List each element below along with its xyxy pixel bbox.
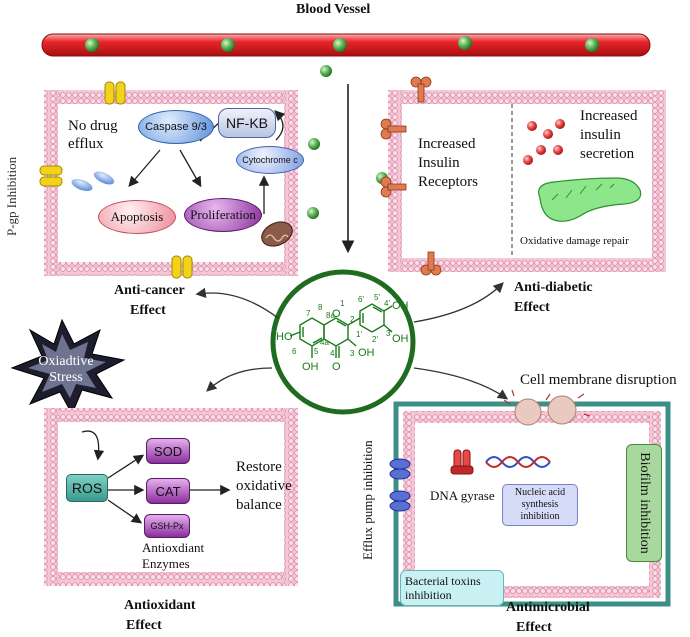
biofilm-node: Biofilm inhibition [626, 444, 662, 562]
atom-label: 3' [386, 329, 392, 338]
atom-label: 3 [350, 349, 355, 358]
antioxidant-effect-title-line2: Effect [126, 618, 162, 633]
atom-label: OH [392, 300, 409, 312]
oxidative-repair-label: Oxidative damage repair [520, 235, 629, 247]
proliferation-node: Proliferation [184, 198, 262, 232]
caspase-node: Caspase 9/3 [138, 110, 214, 144]
oxidative-stress-label: Oxiadtive Stress [38, 354, 94, 385]
antioxidant-arrows [81, 430, 231, 524]
cytochrome-node: Cytochrome c [236, 146, 304, 174]
pgp-protein-icons [39, 81, 193, 279]
atom-label: 7 [306, 309, 311, 318]
apoptosis-label: Apoptosis [110, 209, 164, 224]
pancreas-icon [538, 177, 642, 222]
antidiabetic-effect-title-line1: Anti-diabetic [514, 280, 593, 295]
atom-label: OH [302, 361, 319, 373]
membrane-disruption-icon [503, 389, 591, 426]
effect-arrows [195, 282, 509, 400]
efflux-pump-label: Efflux pump inhibition [360, 440, 375, 560]
toxins-label: Bacterial toxins inhibition [405, 574, 481, 602]
atom-label: OH [358, 347, 375, 359]
ros-label: ROS [71, 480, 103, 496]
sod-node: SOD [146, 438, 190, 464]
cat-node: CAT [146, 478, 190, 504]
atom-label: 5' [374, 293, 380, 302]
biofilm-label: Biofilm inhibition [637, 452, 653, 554]
insulin-granule-icons [523, 119, 565, 165]
cat-label: CAT [155, 483, 181, 499]
insulin-receptor-icons [380, 76, 442, 276]
atom-label: 4' [384, 299, 390, 308]
atom-label: 8 [318, 303, 323, 312]
gsh-label: GSH-Px [150, 521, 184, 531]
atom-label: 8a [326, 311, 335, 320]
insulin-receptors-label: Increased Insulin Receptors [418, 136, 478, 190]
antimicrobial-effect-title-line1: Antimicrobial [506, 600, 590, 615]
toxins-node: Bacterial toxins inhibition [400, 570, 504, 606]
antidiabetic-effect-title-line2: Effect [514, 300, 550, 315]
atom-label: 4a [320, 338, 329, 347]
nfkb-node: NF-KB [218, 108, 276, 138]
sod-label: SOD [153, 443, 183, 459]
atom-label: 4 [330, 349, 335, 358]
antidiabetic-cell [388, 90, 666, 272]
antioxidant-enzymes-label: Antioxdiant Enzymes [142, 540, 205, 571]
insulin-secretion-label: Increased insulin secretion [580, 108, 638, 162]
proliferation-label: Proliferation [190, 207, 256, 222]
diffusing-particles [307, 65, 388, 254]
mitochondrion-icon [261, 221, 293, 247]
atom-label: 2 [350, 315, 355, 324]
apoptosis-node: Apoptosis [98, 200, 176, 234]
flavonoid-molecule [270, 269, 416, 415]
restore-balance-label: Restore oxidative balance [236, 459, 292, 513]
atom-label: HO [276, 331, 293, 343]
nucleic-acid-label: Nucleic acid synthesis inhibition [514, 487, 566, 522]
atom-label: 5 [314, 347, 319, 356]
atom-label: 6' [358, 295, 364, 304]
no-drug-efflux-label: No drug efflux [68, 118, 118, 152]
blood-vessel-label: Blood Vessel [296, 2, 371, 17]
caspase-label: Caspase 9/3 [145, 121, 207, 133]
drug-capsule-icons [71, 171, 115, 192]
membrane-disruption-label: Cell membrane disruption [520, 372, 677, 388]
atom-label: 1 [340, 299, 345, 308]
nucleic-acid-node: Nucleic acid synthesis inhibition [502, 484, 578, 526]
atom-label: O [332, 308, 341, 320]
vessel-particles [85, 36, 599, 52]
blood-vessel [41, 33, 651, 57]
dna-gyrase-icon [450, 449, 474, 475]
atom-label: 6 [292, 347, 297, 356]
dna-gyrase-label: DNA gyrase [430, 488, 495, 503]
gsh-node: GSH-Px [144, 514, 190, 538]
cytochrome-label: Cytochrome c [242, 155, 298, 165]
antioxidant-cell [44, 408, 298, 586]
atom-label: 2' [372, 335, 378, 344]
dna-helix-icon [485, 456, 551, 468]
atom-label: 1' [356, 330, 362, 339]
atom-label: O [332, 361, 341, 373]
atom-label: OH [392, 333, 409, 345]
antimicrobial-effect-title-line2: Effect [516, 620, 552, 635]
anticancer-effect-title-line1: Anti-cancer [114, 283, 185, 298]
anticancer-effect-title-line2: Effect [130, 303, 166, 318]
ros-node: ROS [66, 474, 108, 502]
oxidative-stress-star [10, 318, 126, 416]
nfkb-label: NF-KB [226, 115, 268, 131]
efflux-pump-icons [389, 458, 411, 512]
antioxidant-effect-title-line1: Antioxidant [124, 598, 196, 613]
